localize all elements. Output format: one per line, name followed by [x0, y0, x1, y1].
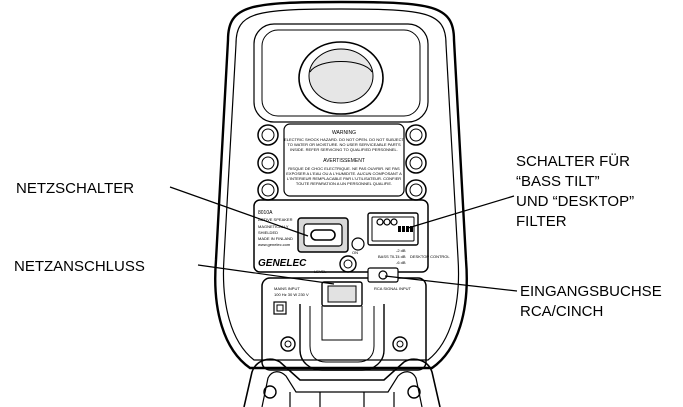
- model-line: ACTIVE SPEAKER: [258, 217, 293, 222]
- speaker-cabinet: [214, 0, 468, 370]
- callout-lines: [169, 186, 518, 292]
- db-value: -6 dB: [396, 260, 406, 265]
- warning-line: TO WATER OR MOISTURE. NO USER SERVICEABL…: [287, 142, 401, 147]
- filter-switch-callout-line: UND “DESKTOP”: [516, 193, 634, 210]
- model-line: MADE IN FINLAND: [258, 236, 293, 241]
- mains-input-label: MAINS INPUT: [274, 286, 300, 291]
- callout-labels: NETZSCHALTER NETZANSCHLUSS SCHALTER FÜR …: [14, 152, 662, 320]
- warning-title: WARNING: [332, 130, 356, 136]
- filter-dip-switch[interactable]: [367, 212, 419, 246]
- switch-on-label: ON: [352, 250, 358, 255]
- leader-power-switch: [169, 186, 309, 237]
- avert-line: EXPOSER A L'EAU OU A L'HUMIDITE. AUCUN C…: [286, 171, 402, 176]
- stand-base: [243, 358, 441, 407]
- model-line: www.genelec.com: [258, 242, 291, 247]
- power-socket-callout: NETZANSCHLUSS: [14, 258, 145, 275]
- power-switch[interactable]: [297, 217, 349, 253]
- screw-icon: [405, 179, 427, 201]
- screw-icon: [405, 124, 427, 146]
- mains-socket[interactable]: [321, 281, 363, 307]
- screw-icon: [257, 152, 279, 174]
- control-panel: 8010A ACTIVE SPEAKER MAGNETICALLY SHIELD…: [253, 199, 450, 274]
- avert-title: AVERTISSEMENT: [323, 158, 365, 164]
- level-knob[interactable]: [339, 255, 357, 273]
- input-socket-callout-line: EINGANGSBUCHSE: [520, 283, 662, 300]
- level-label: LEVEL: [314, 269, 327, 274]
- avert-line: L'INTERIEUR REMPLACABLE PAR L'UTILISATEU…: [287, 176, 401, 181]
- avert-line: TOUTE REPARATION A UN PERSONNEL QUALIFIE…: [296, 181, 392, 186]
- model-line: SHIELDED: [258, 230, 278, 235]
- mains-spec: 100 Hz 30 W 230 V: [274, 292, 309, 297]
- connector-area: MAINS INPUT 100 Hz 30 W 230 V RCA SIGNAL…: [261, 267, 427, 371]
- warning-label: WARNING ELECTRIC SHOCK HAZARD. DO NOT OP…: [283, 123, 405, 197]
- rca-input-label: RCA SIGNAL INPUT: [374, 286, 412, 291]
- model-line: MAGNETICALLY: [258, 224, 289, 229]
- warning-line: ELECTRIC SHOCK HAZARD. DO NOT OPEN. DO N…: [284, 137, 404, 142]
- db-value: -2 dB: [396, 248, 406, 253]
- screw-icon: [257, 179, 279, 201]
- rca-socket[interactable]: [367, 267, 399, 283]
- leader-filter-switch: [407, 195, 515, 229]
- screw-icon: [392, 336, 408, 352]
- screw-icon: [407, 385, 421, 399]
- screw-icon: [405, 152, 427, 174]
- brand-logo: GENELEC: [258, 258, 307, 269]
- model-name: 8010A: [258, 210, 273, 216]
- avert-line: RISQUE DE CHOC ELECTRIQUE. NE PAS OUVRIR…: [288, 166, 400, 171]
- filter-switch-callout-line: “BASS TILT”: [516, 173, 600, 190]
- filter-switch-callout-line: SCHALTER FÜR: [516, 152, 630, 170]
- power-switch-callout: NETZSCHALTER: [16, 180, 134, 197]
- warning-line: INSIDE. REFER SERVICING TO QUALIFIED PER…: [290, 147, 398, 152]
- desktop-control-label: DESKTOP CONTROL: [410, 254, 450, 259]
- double-insulation-icon: [273, 301, 287, 315]
- screw-icon: [257, 124, 279, 146]
- screw-icon: [280, 336, 296, 352]
- input-socket-callout-line: RCA/CINCH: [520, 303, 603, 320]
- db-value: -4 dB: [396, 254, 406, 259]
- filter-switch-callout-line: FILTER: [516, 213, 567, 230]
- bass-tilt-label: BASS TILT: [378, 254, 398, 259]
- leader-input-socket: [384, 275, 518, 292]
- fuse-icon: [351, 237, 365, 251]
- leader-power-socket: [197, 264, 335, 285]
- screw-icon: [263, 385, 277, 399]
